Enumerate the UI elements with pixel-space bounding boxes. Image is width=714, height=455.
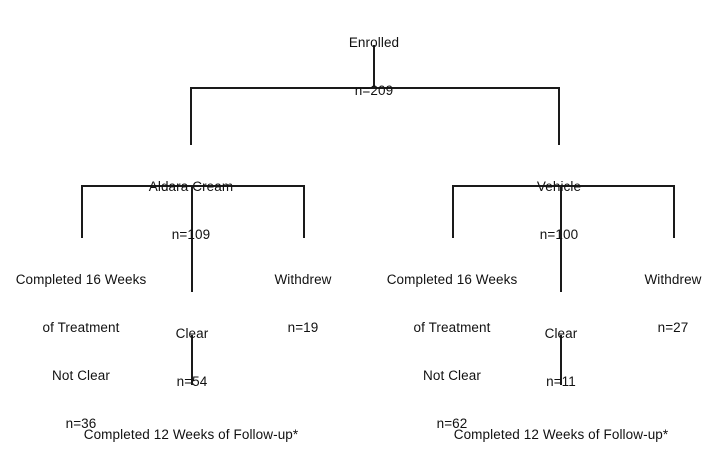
node-vehicle-clear: Clear n=11 <box>501 294 621 422</box>
node-vehicle-withdrew-count: n=27 <box>657 320 689 335</box>
node-vehicle-followup-line1: Completed 12 Weeks of Follow-up* <box>453 427 669 442</box>
node-aldara-cream-label: Aldara Cream <box>148 179 234 194</box>
node-vehicle-not-clear-line2: of Treatment <box>413 320 491 335</box>
node-aldara-clear: Clear n=54 <box>132 294 252 422</box>
connector-to-aldara <box>190 87 192 145</box>
node-aldara-not-clear-line2: of Treatment <box>42 320 120 335</box>
node-vehicle-not-clear-line1: Completed 16 Weeks <box>386 272 518 287</box>
connector-top-split <box>190 87 560 89</box>
node-aldara-cream-count: n=109 <box>171 227 211 242</box>
node-aldara-withdrew: Withdrew n=19 <box>243 240 363 368</box>
connector-enrolled-trunk <box>373 45 375 89</box>
node-vehicle: Vehicle n=100 <box>479 147 639 275</box>
node-aldara-cream: Aldara Cream n=109 <box>111 147 271 275</box>
node-aldara-withdrew-count: n=19 <box>287 320 319 335</box>
node-aldara-not-clear-line1: Completed 16 Weeks <box>15 272 147 287</box>
connector-vehicle-to-withdrew <box>673 185 675 238</box>
connector-to-vehicle <box>558 87 560 145</box>
node-aldara-withdrew-label: Withdrew <box>274 272 332 287</box>
node-vehicle-not-clear-count: n=62 <box>436 416 468 431</box>
node-enrolled: Enrolled n=209 <box>294 3 454 131</box>
node-aldara-clear-count: n=54 <box>176 374 208 389</box>
node-vehicle-not-clear: Completed 16 Weeks of Treatment Not Clea… <box>373 240 531 455</box>
node-enrolled-count: n=209 <box>354 83 394 98</box>
connector-vehicle-to-not-clear <box>452 185 454 238</box>
node-vehicle-followup: Completed 12 Weeks of Follow-up* Remaine… <box>426 395 696 455</box>
connector-aldara-clear-to-followup <box>191 335 193 385</box>
node-vehicle-withdrew: Withdrew n=27 <box>613 240 714 368</box>
node-vehicle-clear-label: Clear <box>544 326 578 341</box>
node-aldara-followup: Completed 12 Weeks of Follow-up* Remaine… <box>56 395 326 455</box>
connector-vehicle-split <box>452 185 673 187</box>
node-aldara-not-clear-count: n=36 <box>65 416 97 431</box>
connector-vehicle-clear-to-followup <box>560 335 562 385</box>
node-vehicle-not-clear-line3: Not Clear <box>423 368 481 383</box>
node-vehicle-withdrew-label: Withdrew <box>644 272 702 287</box>
node-vehicle-count: n=100 <box>539 227 579 242</box>
node-aldara-followup-line1: Completed 12 Weeks of Follow-up* <box>83 427 299 442</box>
connector-aldara-to-clear <box>191 185 193 292</box>
node-aldara-not-clear: Completed 16 Weeks of Treatment Not Clea… <box>2 240 160 455</box>
node-aldara-not-clear-line3: Not Clear <box>52 368 110 383</box>
node-vehicle-clear-count: n=11 <box>546 374 576 389</box>
connector-vehicle-to-clear <box>560 185 562 292</box>
node-vehicle-label: Vehicle <box>536 179 582 194</box>
node-aldara-clear-label: Clear <box>175 326 209 341</box>
connector-aldara-to-not-clear <box>81 185 83 238</box>
node-enrolled-label: Enrolled <box>348 35 400 50</box>
connector-aldara-to-withdrew <box>303 185 305 238</box>
connector-aldara-split <box>81 185 305 187</box>
